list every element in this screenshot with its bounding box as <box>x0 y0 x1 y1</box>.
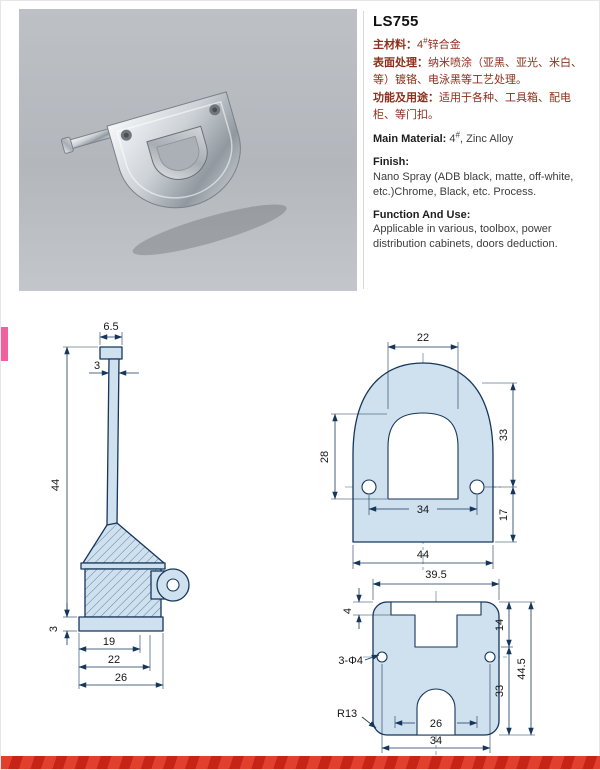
side-view-dimensions: 6.5 3 44 3 19 <box>48 321 164 689</box>
technical-drawings: 6.5 3 44 3 19 <box>1 317 600 757</box>
dim-side-base-thickness: 3 <box>48 626 60 632</box>
bottom-t-slot <box>390 601 482 648</box>
bottom-u-cutout <box>416 688 456 736</box>
front-view: 22 28 33 17 34 <box>319 332 517 571</box>
drawings-svg: 6.5 3 44 3 19 <box>48 321 535 755</box>
zh-material-row: 主材料：4#锌合金 <box>373 37 587 54</box>
dim-bottom-slot-depth: 14 <box>494 619 506 631</box>
dim-side-depth-a: 19 <box>103 636 115 648</box>
dim-bottom-height: 44.5 <box>516 658 528 679</box>
dim-bottom-corner-radius: R13 <box>337 708 357 720</box>
zh-finish-row: 表面处理：纳米喷涂（亚黑、亚光、米白、等）镀铬、电泳黑等工艺处理。 <box>373 55 587 89</box>
bottom-hole-left <box>376 651 388 663</box>
dim-side-depth-c: 26 <box>115 672 127 684</box>
product-photo-illustration <box>60 91 287 256</box>
dim-side-depth-b: 22 <box>108 654 120 666</box>
zh-material-value: 4 <box>417 39 424 51</box>
dim-bottom-hole-note: 3-Φ4 <box>338 655 363 667</box>
en-function-value: Applicable in various, toolbox, power di… <box>373 223 558 251</box>
screw-hole-left <box>120 129 132 141</box>
zh-function-row: 功能及用途：适用于各种、工具箱、配电柜、等门扣。 <box>373 90 587 124</box>
product-title: LS755 <box>373 13 419 30</box>
en-finish-row: Finish:Nano Spray (ADB black, matte, off… <box>373 155 587 200</box>
dim-side-height: 44 <box>50 479 62 491</box>
en-function-label: Function And Use: <box>373 208 471 221</box>
mounting-pin <box>60 127 115 154</box>
section-tab <box>1 327 8 361</box>
bottom-view-dimensions: 39.5 4 14 33 44.5 3-Φ4 <box>337 569 535 753</box>
screw-hole-right <box>209 104 221 116</box>
dim-front-slot-width: 22 <box>417 332 429 344</box>
dim-bottom-inner-span: 26 <box>430 718 442 730</box>
zh-material-sup: # <box>423 36 428 46</box>
product-info: LS755 主材料：4#锌合金 表面处理：纳米喷涂（亚黑、亚光、米白、等）镀铬、… <box>373 13 587 252</box>
dim-side-top-width: 6.5 <box>103 321 118 333</box>
dim-bottom-width: 39.5 <box>425 569 446 581</box>
bottom-hole-right <box>484 651 496 663</box>
bottom-view-part <box>372 601 500 736</box>
en-material-sup: # <box>455 130 460 140</box>
dim-front-upper-height: 33 <box>498 429 510 441</box>
en-finish-value: Nano Spray (ADB black, matte, off-white,… <box>373 170 574 198</box>
dim-front-slot-height: 28 <box>319 451 331 463</box>
bottom-view: 39.5 4 14 33 44.5 3-Φ4 <box>337 569 535 755</box>
en-material-row: Main Material: 4#, Zinc Alloy <box>373 130 587 147</box>
part-shadow <box>132 204 287 256</box>
en-function-row: Function And Use: Applicable in various, … <box>373 208 587 253</box>
vertical-divider <box>363 11 364 289</box>
zh-finish-value: 纳米喷涂（亚黑、亚光、米白、等）镀铬、电泳黑等工艺处理。 <box>373 57 582 87</box>
en-material-value: 4 <box>446 133 456 146</box>
front-hole-right <box>469 479 485 495</box>
side-view: 6.5 3 44 3 19 <box>48 321 190 689</box>
side-view-part <box>78 346 190 632</box>
inner-recess-deep <box>156 135 200 171</box>
front-inner-slot <box>387 412 459 500</box>
en-finish-label: Finish: <box>373 156 410 169</box>
zh-function-label: 功能及用途： <box>373 92 439 105</box>
en-material-value2: , Zinc Alloy <box>460 133 514 146</box>
zh-finish-label: 表面处理： <box>373 57 428 70</box>
dim-front-lower-height: 17 <box>498 509 510 521</box>
zh-material-value2: 锌合金 <box>427 39 461 51</box>
zh-material-label: 主材料： <box>373 39 417 51</box>
product-photo <box>19 9 357 291</box>
dim-bottom-side-height: 33 <box>494 685 506 697</box>
dim-front-hole-span: 34 <box>417 504 429 516</box>
dim-bottom-hole-span: 34 <box>430 735 442 747</box>
front-view-dimensions: 22 28 33 17 34 <box>319 332 517 569</box>
dim-front-width: 44 <box>417 549 429 561</box>
dim-bottom-lip-depth: 4 <box>342 608 354 614</box>
dim-side-thickness: 3 <box>94 360 100 372</box>
footer-stripe <box>1 756 600 769</box>
plate-bevel <box>116 100 233 199</box>
pivot-hole <box>166 578 180 592</box>
zh-function-value: 适用于各种、工具箱、配电柜、等门扣。 <box>373 92 571 122</box>
front-hole-left <box>361 479 377 495</box>
en-material-label: Main Material: <box>373 133 447 146</box>
